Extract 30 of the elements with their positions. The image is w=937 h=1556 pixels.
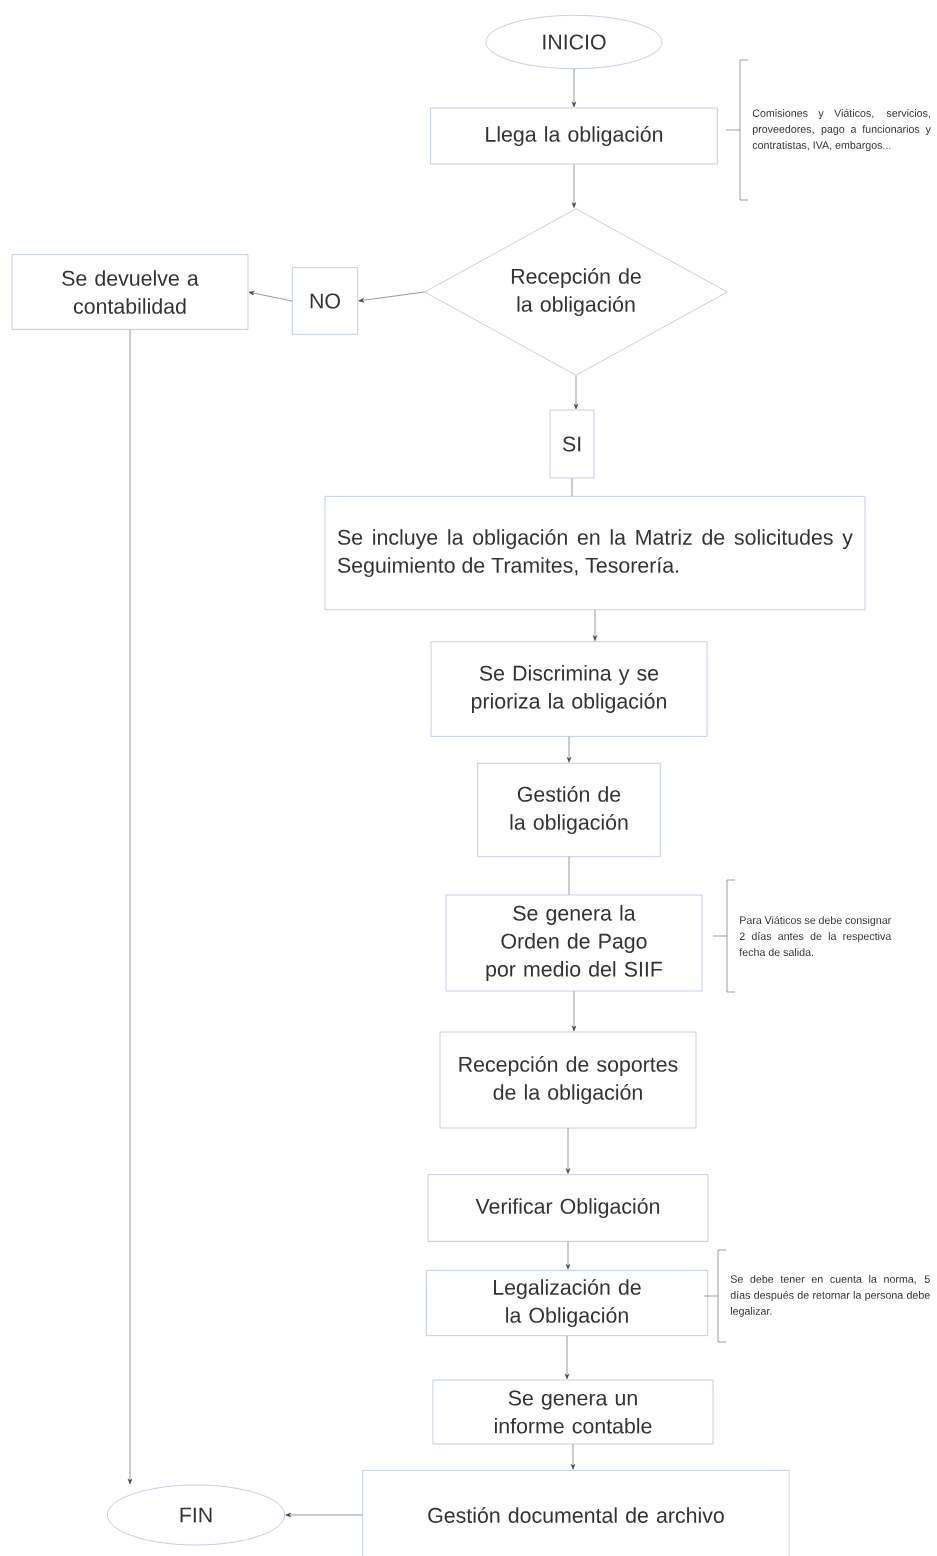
process-box: SI — [549, 409, 595, 479]
note-text: Para Viáticos se debe consignar 2 días antes de la respectiva fecha de salida. — [739, 916, 892, 956]
process-box: Verificar Obligación — [427, 1174, 709, 1242]
process-box: Se genera un informe contable — [432, 1379, 714, 1445]
process-box: Llega la obligación — [430, 107, 718, 165]
note-text: Se debe tener en cuenta la norma, 5 días después de retornar la persona debe legalizar. — [730, 1275, 930, 1317]
process-box: Recepción de soportes de la obligación — [439, 1031, 697, 1129]
arrow — [564, 1335, 570, 1380]
arrow — [566, 736, 572, 763]
process-box: Legalización de la Obligación — [426, 1270, 708, 1336]
arrow — [570, 1444, 576, 1470]
arrow — [571, 991, 577, 1032]
arrow — [571, 68, 577, 108]
arrow — [571, 164, 577, 208]
arrow — [127, 329, 133, 1485]
process-box: Se Discrimina y se prioriza la obligación — [430, 641, 708, 737]
process-box: Se genera la Orden de Pago por medio del SIIF — [445, 894, 703, 992]
arrow — [248, 291, 293, 302]
note-text: Comisiones y Viáticos, servicios, proveedores, pago a funcionarios y contratistas, IVA, embargos... — [752, 108, 931, 152]
arrow — [565, 1241, 571, 1270]
arrow — [358, 291, 425, 303]
process-box: NO — [292, 267, 358, 335]
process-box: Gestión documental de archivo — [362, 1470, 790, 1556]
process-box: Se devuelve a contabilidad — [11, 254, 249, 330]
process-box: Gestión de la obligación — [477, 763, 661, 857]
arrow — [285, 1512, 363, 1518]
arrow — [592, 609, 598, 641]
process-box: Se incluye la obligación en la Matriz de solicitudes y Seguimiento de Tramites, Tesorería. — [324, 496, 866, 610]
arrow — [565, 1128, 571, 1174]
arrow — [573, 375, 579, 410]
